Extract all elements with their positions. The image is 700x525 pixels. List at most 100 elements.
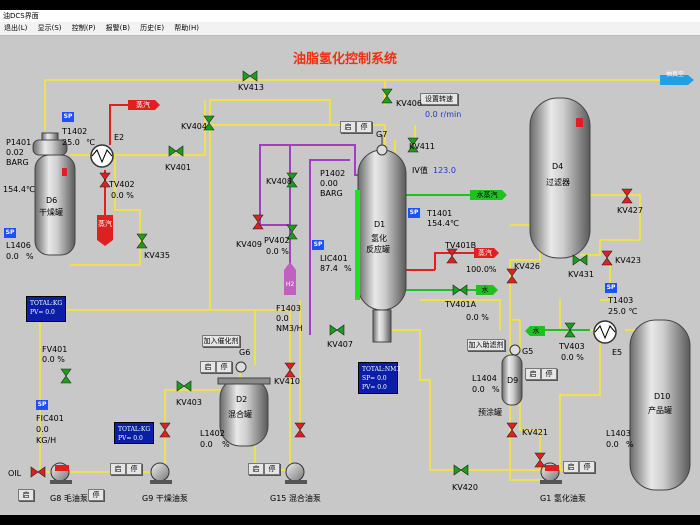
totalizer-kg-2[interactable]: TOTAL:KG PV= 0.0 — [114, 422, 154, 444]
pump-g9[interactable] — [150, 462, 172, 484]
d9-desc: 预涂罐 — [478, 408, 502, 417]
pump-g15[interactable] — [285, 462, 307, 484]
totalizer-nm3-title: TOTAL:NM3 — [362, 366, 401, 373]
f1403-value: 0.0 — [276, 314, 289, 323]
valve-27[interactable] — [534, 452, 546, 468]
vessel-d6[interactable] — [32, 132, 76, 256]
menu-alarm[interactable]: 报警(B) — [105, 24, 130, 32]
vessel-d4[interactable] — [529, 97, 591, 259]
menu-help[interactable]: 帮助(H) — [174, 24, 200, 32]
stop-button-g15[interactable]: 停 — [264, 463, 280, 475]
valve-21[interactable] — [506, 422, 518, 438]
valve-13[interactable] — [452, 284, 468, 296]
menu-display[interactable]: 显示(S) — [37, 24, 62, 32]
start-button-g15[interactable]: 启 — [248, 463, 264, 475]
exchanger-e5[interactable] — [593, 320, 617, 344]
valve-1[interactable] — [242, 70, 258, 82]
steam-label-e2: 蒸汽 — [136, 101, 150, 109]
valve-23[interactable] — [60, 368, 72, 384]
d6-temperature: 154.4℃ — [3, 185, 35, 194]
vacuum-arrow — [660, 75, 694, 85]
kv431-label: KV431 — [568, 270, 594, 279]
set-speed-button[interactable]: 设置转速 — [420, 93, 458, 105]
stop-button-d2[interactable]: 停 — [216, 361, 232, 373]
vessel-d1[interactable] — [355, 149, 407, 343]
valve-5[interactable] — [136, 233, 148, 249]
p1402-value: 0.00 — [320, 179, 338, 188]
valve-19[interactable] — [176, 380, 192, 392]
lic401-tag: LIC401 — [320, 254, 348, 263]
valve-7[interactable] — [407, 137, 419, 153]
pump-g1[interactable] — [540, 462, 562, 484]
valve-4[interactable] — [99, 172, 111, 188]
sp-badge-t1403[interactable]: SP — [605, 283, 617, 293]
menu-history[interactable]: 历史(E) — [140, 24, 165, 32]
agitator-g5[interactable] — [509, 344, 521, 356]
valve-24[interactable] — [30, 466, 46, 478]
sp-badge-fic401[interactable]: SP — [36, 400, 48, 410]
add-precoat-button[interactable]: 加入助滤剂 — [467, 339, 505, 351]
vessel-d9[interactable] — [501, 354, 523, 406]
totalizer-kg-1[interactable]: TOTAL:KG PV= 0.0 — [26, 296, 66, 322]
exchanger-e2[interactable] — [90, 144, 114, 168]
pump-g8[interactable] — [50, 462, 72, 484]
stop-button-d9[interactable]: 停 — [541, 368, 557, 380]
valve-9[interactable] — [252, 214, 264, 230]
kv406-label: KV406 — [396, 99, 422, 108]
start-button-d1[interactable]: 启 — [340, 121, 356, 133]
totalizer-nm3-sp: SP= 0.0 — [362, 375, 387, 382]
totalizer-nm3[interactable]: TOTAL:NM3 SP= 0.0 PV= 0.0 — [358, 362, 401, 394]
steam-label-d1: 蒸汽 — [478, 249, 492, 257]
stop-button-g8[interactable]: 停 — [88, 489, 104, 501]
kv435-label: KV435 — [144, 251, 170, 260]
stop-button-g9[interactable]: 停 — [126, 463, 142, 475]
agitator-g7[interactable] — [376, 135, 388, 156]
start-button-g9[interactable]: 启 — [110, 463, 126, 475]
valve-22[interactable] — [453, 464, 469, 476]
d1-desc2: 反应罐 — [366, 245, 390, 254]
sp-badge-t1402[interactable]: SP — [62, 112, 74, 122]
vessel-d10[interactable] — [629, 319, 691, 491]
valve-2[interactable] — [203, 115, 215, 131]
valve-26[interactable] — [294, 422, 306, 438]
valve-12[interactable] — [446, 248, 458, 264]
valve-10[interactable] — [286, 224, 298, 240]
valve-6[interactable] — [381, 88, 393, 104]
start-button-d2[interactable]: 启 — [200, 361, 216, 373]
start-button-d9[interactable]: 启 — [525, 368, 541, 380]
valve-16[interactable] — [621, 188, 633, 204]
pv402-value: 0.0 % — [266, 247, 289, 256]
add-catalyst-button[interactable]: 加入催化剂 — [202, 335, 240, 347]
tv401a-label: TV401A — [445, 300, 477, 309]
menu-control[interactable]: 控制(P) — [71, 24, 96, 32]
totalizer-kg-2-title: TOTAL:KG — [118, 426, 151, 433]
menu-exit[interactable]: 退出(L) — [4, 24, 28, 32]
start-button-g1[interactable]: 启 — [563, 461, 579, 473]
valve-25[interactable] — [159, 422, 171, 438]
valve-14[interactable] — [506, 268, 518, 284]
water-label-d1: 水 — [481, 286, 489, 294]
valve-11[interactable] — [329, 324, 345, 336]
stop-button-g1[interactable]: 停 — [579, 461, 595, 473]
sp-badge-lic401[interactable]: SP — [312, 240, 324, 250]
start-button-g8[interactable]: 启 — [18, 489, 34, 501]
d1-name: D1 — [374, 220, 386, 229]
speed-value: 0.0 r/min — [425, 110, 462, 119]
valve-18[interactable] — [564, 322, 576, 338]
d4-name: D4 — [552, 162, 564, 171]
agitator-g6[interactable] — [235, 361, 247, 373]
valve-8[interactable] — [286, 172, 298, 188]
valve-15[interactable] — [572, 254, 588, 266]
stop-button-d1[interactable]: 停 — [356, 121, 372, 133]
valve-3[interactable] — [168, 145, 184, 157]
l1403-value: 0.0 — [606, 440, 619, 449]
d1-desc1: 氢化 — [371, 234, 387, 243]
tv401b-label: TV401B — [445, 241, 477, 250]
menu-bar: 退出(L) 显示(S) 控制(P) 报警(B) 历史(E) 帮助(H) — [0, 22, 700, 36]
sp-badge-l1406[interactable]: SP — [4, 228, 16, 238]
vessel-d2[interactable] — [217, 377, 271, 447]
valve-17[interactable] — [601, 250, 613, 266]
valve-20[interactable] — [284, 362, 296, 378]
sp-badge-t1401[interactable]: SP — [408, 208, 420, 218]
water-steam-tag — [470, 190, 507, 200]
